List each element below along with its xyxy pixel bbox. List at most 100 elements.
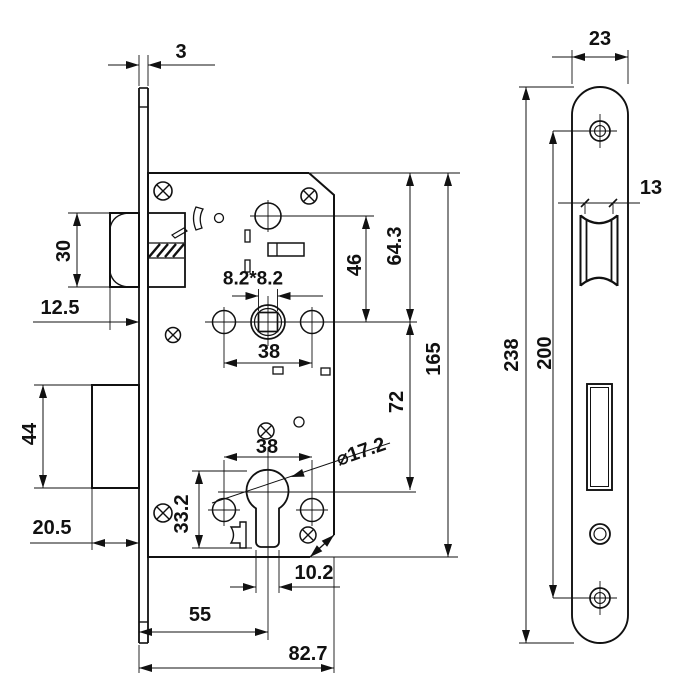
upper-left-handle-hole [211,309,237,335]
dim-cylinder-diameter-leader [211,442,391,504]
dim-label-screw-hole-spacing: 200 [534,336,556,369]
arrow [279,583,292,591]
arrow [92,539,105,547]
latch-head-bottom-bevel [109,271,130,288]
lower-right-handle-hole [299,497,325,523]
faceplate-deadbolt-opening [586,383,613,491]
arrow [444,173,452,186]
case-outline [147,172,310,558]
dim-faceplate-length [519,86,574,644]
arrow [572,53,585,61]
faceplate-latch-opening [579,214,619,287]
arrow [299,453,312,461]
arrow [299,359,312,367]
arrow [243,583,256,591]
latch-tail-block [147,212,186,288]
dim-deadbolt-projection [30,539,139,547]
arrow [39,385,47,398]
arrow [406,322,414,335]
spindle-follower [211,304,325,340]
dim-label-cylinder-hole-width: 10.2 [295,562,334,584]
dim-backset [139,628,268,636]
dim-label-latch-width: 13 [640,177,662,199]
faceplate-outline [571,86,629,644]
euro-cylinder-hole [245,469,290,548]
follower-outer-ring [250,304,286,340]
dim-label-latch-height: 30 [53,240,75,262]
arrow [224,359,237,367]
latch-bolt [109,206,225,288]
case-internals [244,202,331,428]
arrow [139,628,152,636]
screw-bottom-left [153,503,173,523]
slider-bar [267,242,305,257]
dim-label-case-height: 165 [423,342,445,375]
slot-lower [244,259,251,273]
pivot-pin [213,212,225,224]
deadbolt [91,384,140,489]
dim-case-depth [139,664,334,672]
dim-label-case-depth: 82.7 [289,643,328,665]
centerlines [91,172,460,673]
faceplate-bottom-screw [553,581,617,615]
slot-upper [244,229,251,243]
screw-bottom-right [299,526,317,544]
arrow [195,535,203,548]
lock-case-outline [147,172,335,558]
arrow [126,539,139,547]
follower-inner-ring [253,307,283,337]
screw-mid-left [164,326,182,344]
arrow [291,469,305,477]
arrow [549,131,557,144]
faceplate-front-view [553,86,629,644]
case-right-edge [308,172,335,535]
screw-above-cylinder [257,422,275,440]
dim-label-top-to-spindle: 64.3 [384,227,406,266]
latch-head-top-bevel [109,212,130,229]
chamfer-arrow-upper [321,535,334,547]
dim-cylinder-hole-height [192,470,252,549]
dim-label-latch-projection: 12.5 [41,297,80,319]
oblique-tick [608,198,618,208]
arrow [73,213,81,226]
arrow [522,87,530,100]
dim-latch-projection [33,318,139,326]
dim-label-cylinder-hole-height: 33.2 [171,495,193,534]
dim-faceplate-width [552,50,629,84]
screw-top-right [300,187,318,205]
dim-label-spindle-square: 8.2*8.2 [223,269,283,290]
dim-deadbolt-height [34,384,95,489]
latch-lever [171,227,188,239]
oblique-tick [580,198,590,208]
dim-screw-hole-spacing [549,131,557,598]
pawl-arc [192,206,204,231]
arrow [255,628,268,636]
dim-label-backset: 55 [189,604,211,626]
arrow [321,664,334,672]
faceplate-top-screw [553,114,617,148]
dim-label-cylinder-hole-spacing: 38 [256,436,278,458]
spindle-square-hole [257,311,279,333]
dim-top-to-spindle [406,173,414,322]
dim-label-faceplate-width: 23 [589,28,611,50]
arrow [362,216,370,229]
arrow [126,318,139,326]
dim-label-spindle-to-cylinder: 72 [386,391,408,413]
dim-handle-hole-spacing [224,359,312,367]
deadbolt-head [91,384,140,489]
arrow [195,471,203,484]
arrow [126,61,139,69]
faceplate-cylinder-screw-hole [589,523,611,545]
screw-top-left [153,181,173,201]
dim-label-faceplate-thickness: 3 [175,41,186,63]
arrow [522,630,530,643]
upper-hub-hole [254,202,282,230]
dim-case-height [444,173,452,557]
dim-cylinder-hole-width [230,550,340,593]
fixing-screws [153,181,318,544]
arrow [277,292,291,300]
dim-label-deadbolt-height: 44 [19,422,41,445]
